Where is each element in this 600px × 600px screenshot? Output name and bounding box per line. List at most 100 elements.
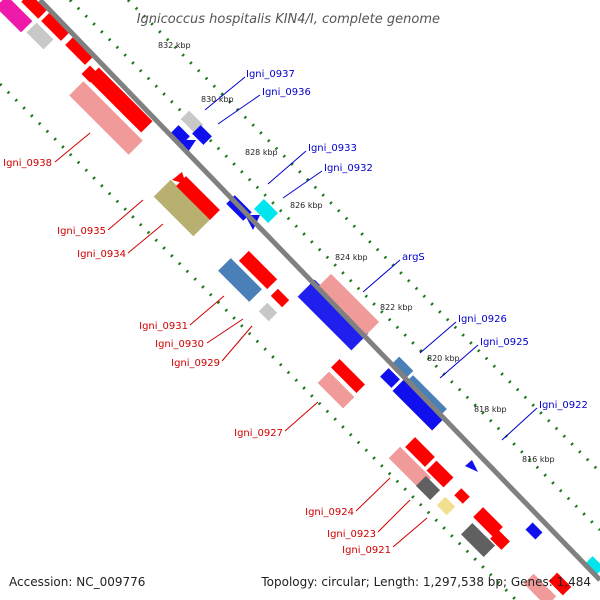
gene-igni-0925b [392, 379, 444, 431]
callout-line-igni-0925 [439, 344, 479, 379]
kbp-label-822: 822 kbp [380, 303, 413, 312]
gene-igni-0921-red [473, 507, 503, 537]
label-igni-0932: Igni_0932 [324, 163, 373, 174]
gene-igni-0936-arrow [180, 140, 196, 152]
kbp-label-820: 820 kbp [427, 354, 460, 363]
gene-igni-0932 [253, 198, 279, 224]
gene-igni-0923 [436, 496, 456, 516]
gene-cyan-edge [584, 556, 600, 576]
reverse-labels: Igni_0937 Igni_0936 Igni_0933 Igni_0932 … [246, 69, 588, 411]
gene-igni-0924-red [405, 437, 435, 467]
label-igni-0936: Igni_0936 [262, 87, 311, 98]
gene-igni-0934 [176, 176, 220, 220]
gene-igni-0930 [270, 288, 290, 308]
gene-magenta-top [0, 0, 33, 33]
gene-blue-lower [525, 522, 543, 540]
label-igni-0935: Igni_0935 [57, 226, 106, 237]
label-igni-0924: Igni_0924 [305, 507, 354, 518]
gene-igni-0921 [461, 523, 495, 557]
callout-line-igni-0938 [54, 132, 91, 163]
map-title: Ignicoccus hospitalis KIN4/I, complete g… [137, 12, 440, 27]
gene-igni-0925c [380, 368, 400, 388]
gene-igni-0927-red [331, 359, 365, 393]
callout-line-igni-0935 [107, 199, 144, 231]
gene-pink-bottom [523, 573, 557, 600]
gene-igni-0938-long [87, 67, 153, 133]
gene-igni-0924 [388, 446, 432, 490]
kbp-scale: 832 kbp 830 kbp 828 kbp 826 kbp 824 kbp … [158, 41, 555, 464]
forward-callouts [54, 132, 428, 548]
forward-strand-features [0, 0, 572, 600]
guide-line-inner-lower [0, 82, 518, 600]
label-igni-0931: Igni_0931 [139, 321, 188, 332]
gene-igni-0926 [390, 356, 414, 380]
callout-line-igni-0937 [204, 76, 246, 111]
gene-red-2 [65, 35, 95, 65]
label-igni-0925: Igni_0925 [480, 337, 529, 348]
gene-igni-0927 [317, 371, 355, 409]
kbp-label-828: 828 kbp [245, 148, 278, 157]
label-args: argS [402, 252, 425, 263]
gene-igni-0931 [218, 258, 262, 302]
gene-args-pink [316, 273, 380, 337]
gene-igni-0934-arrow [172, 172, 186, 184]
gene-red-top [21, 0, 47, 19]
guide-line-outer [68, 0, 600, 532]
label-igni-0927: Igni_0927 [234, 428, 283, 439]
callout-line-igni-0923 [377, 499, 411, 533]
gene-igni-0936 [170, 125, 190, 145]
gene-igni-0937 [180, 110, 204, 134]
callout-line-igni-0933 [267, 150, 307, 185]
callout-line-igni-0929 [221, 325, 253, 362]
label-igni-0922: Igni_0922 [539, 400, 588, 411]
label-igni-0930: Igni_0930 [155, 339, 204, 350]
label-igni-0934: Igni_0934 [77, 249, 126, 260]
kbp-label-818: 818 kbp [474, 405, 507, 414]
gene-red-bottom [548, 572, 572, 596]
kbp-label-824: 824 kbp [335, 253, 368, 262]
gene-grey-top [26, 22, 54, 50]
label-igni-0926: Igni_0926 [458, 314, 507, 325]
reverse-callouts [204, 76, 538, 441]
callout-line-igni-0932 [282, 170, 323, 199]
label-igni-0921: Igni_0921 [342, 545, 391, 556]
kbp-label-826: 826 kbp [290, 201, 323, 210]
gene-igni-0922 [465, 460, 478, 472]
label-igni-0923: Igni_0923 [327, 529, 376, 540]
gene-igni-0938 [69, 81, 143, 155]
callout-line-igni-0927 [284, 401, 319, 432]
callout-line-igni-0921 [392, 517, 428, 548]
forward-labels: Igni_0938 Igni_0935 Igni_0934 Igni_0931 … [3, 158, 391, 556]
gene-igni-0924-red-b [426, 460, 454, 488]
accession-text: Accession: NC_009776 [9, 575, 145, 589]
genome-stats-text: Topology: circular; Length: 1,297,538 bp… [260, 575, 591, 589]
gene-igni-0924-grey [415, 475, 441, 501]
callout-line-igni-0930 [206, 318, 244, 344]
callout-line-igni-0934 [127, 223, 164, 254]
callout-line-igni-0931 [189, 295, 225, 326]
callout-line-igni-0922 [501, 407, 538, 441]
label-igni-0929: Igni_0929 [171, 358, 220, 369]
gene-igni-0936b [192, 125, 212, 145]
label-igni-0938: Igni_0938 [3, 158, 52, 169]
gene-igni-0923-red [454, 488, 470, 504]
gene-igni-0931-red [238, 250, 278, 290]
label-igni-0937: Igni_0937 [246, 69, 295, 80]
callout-line-igni-0924 [355, 477, 391, 512]
guide-line-inner-upper [126, 0, 600, 474]
callout-line-args [362, 259, 401, 293]
label-igni-0933: Igni_0933 [308, 143, 357, 154]
reverse-strand-features [170, 110, 600, 576]
callout-line-igni-0936 [217, 94, 261, 125]
gene-igni-0921-red-b [490, 530, 510, 550]
kbp-label-832: 832 kbp [158, 41, 191, 50]
callout-line-igni-0926 [419, 321, 457, 354]
gene-red-1 [41, 11, 71, 41]
gene-args [297, 279, 369, 351]
gene-igni-0935 [153, 179, 211, 237]
kbp-label-816: 816 kbp [522, 455, 555, 464]
gene-igni-0929 [258, 302, 278, 322]
genome-backbone [38, 0, 600, 582]
